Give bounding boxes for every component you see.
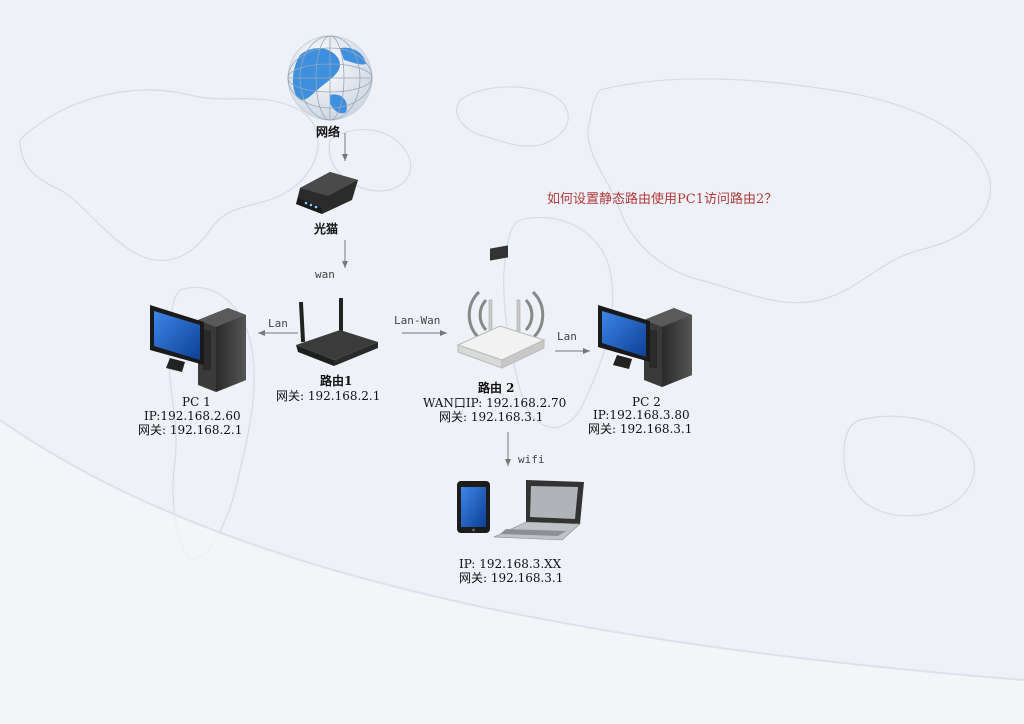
desktop-pc-icon bbox=[598, 305, 692, 387]
devices-gateway: 网关: 192.168.3.1 bbox=[459, 571, 564, 585]
modem-icon bbox=[296, 172, 358, 214]
edge-label-wan: wan bbox=[315, 268, 335, 281]
modem-label: 光猫 bbox=[314, 222, 339, 236]
desktop-pc-icon bbox=[150, 305, 246, 392]
connection-arrows bbox=[258, 133, 590, 466]
edge-label-lan-wan: Lan-Wan bbox=[394, 314, 441, 327]
tablet-icon bbox=[457, 481, 490, 533]
router1-gateway: 网关: 192.168.2.1 bbox=[276, 389, 381, 403]
pc2-ip: IP:192.168.3.80 bbox=[593, 408, 690, 422]
pc1-label: PC 1 bbox=[182, 395, 211, 409]
router2-label: 路由 2 bbox=[478, 381, 515, 395]
router-icon bbox=[296, 298, 378, 366]
background-curve bbox=[0, 420, 1024, 724]
pc2-gateway: 网关: 192.168.3.1 bbox=[588, 422, 693, 436]
router1-label: 路由1 bbox=[320, 374, 353, 388]
edge-label-wifi: wifi bbox=[518, 453, 545, 466]
router2-wan-ip: WAN口IP: 192.168.2.70 bbox=[423, 396, 567, 410]
pc1-ip: IP:192.168.2.60 bbox=[144, 409, 241, 423]
devices-ip: IP: 192.168.3.XX bbox=[459, 557, 562, 571]
internet-label: 网络 bbox=[316, 125, 341, 139]
wifi-router-icon bbox=[456, 245, 546, 369]
pc2-label: PC 2 bbox=[632, 395, 661, 409]
world-map-background bbox=[19, 78, 992, 561]
laptop-icon bbox=[493, 480, 584, 541]
globe-icon bbox=[287, 35, 373, 121]
edge-label-lan-pc2: Lan bbox=[557, 330, 577, 343]
router2-gateway: 网关: 192.168.3.1 bbox=[439, 410, 544, 424]
edge-label-lan-pc1: Lan bbox=[268, 317, 288, 330]
diagram-title: 如何设置静态路由使用PC1访问路由2？ bbox=[547, 192, 778, 207]
pc1-gateway: 网关: 192.168.2.1 bbox=[138, 423, 243, 437]
